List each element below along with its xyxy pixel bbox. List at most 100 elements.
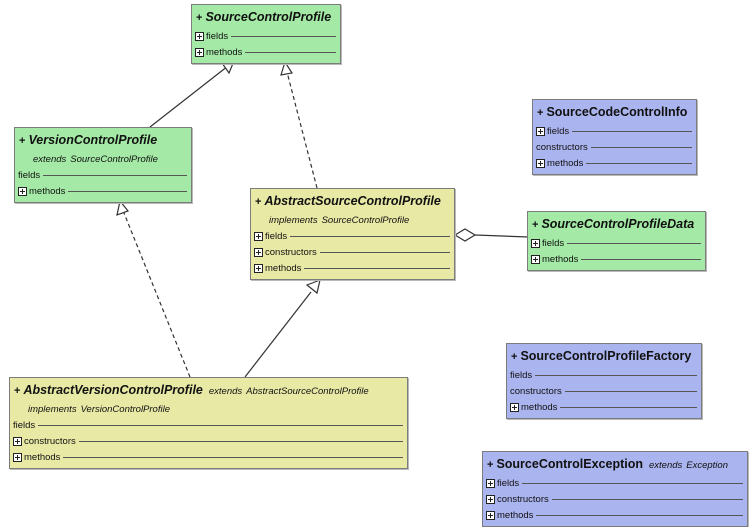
class-sections: fields constructors methods [507,367,701,418]
section-fields[interactable]: fields [510,367,698,383]
class-name: VersionControlProfile [28,133,158,147]
section-label: fields [265,230,288,242]
section-label: constructors [536,141,588,153]
section-constructors[interactable]: constructors [13,433,404,449]
section-methods[interactable]: methods [195,44,337,60]
class-name: SourceControlProfile [205,10,332,24]
expand-icon[interactable] [195,31,204,41]
section-methods[interactable]: methods [510,399,698,415]
aggregation-diamond [453,228,477,242]
section-constructors[interactable]: constructors [254,244,451,260]
section-label: fields [542,237,565,249]
class-header: +AbstractSourceControlProfile [251,189,454,212]
section-constructors[interactable]: constructors [486,491,744,507]
expand-icon[interactable] [536,126,545,136]
class-box-sourcecodecontrolinfo[interactable]: +SourceCodeControlInfo fields constructors… [532,99,697,175]
section-fields[interactable]: fields [254,228,451,244]
expand-icon[interactable] [531,254,540,264]
expand-icon[interactable] [486,478,495,488]
visibility-marker: + [196,12,203,24]
section-methods[interactable]: methods [536,155,693,171]
section-divider [78,440,403,442]
expand-icon[interactable] [13,436,22,446]
expand-icon[interactable] [254,247,263,257]
section-label: methods [29,185,66,197]
section-fields[interactable]: fields [18,167,188,183]
section-fields[interactable]: fields [486,475,744,491]
extends-keyword: extends [33,154,67,165]
section-divider [231,35,336,37]
section-label: fields [497,477,520,489]
section-divider [567,242,701,244]
section-divider [590,146,692,148]
section-label: constructors [510,385,562,397]
class-name: SourceControlProfileFactory [520,349,692,363]
expand-icon[interactable] [510,402,519,412]
section-label: methods [265,262,302,274]
section-label: methods [521,401,558,413]
class-sections: fields constructors methods [533,123,696,174]
class-name: SourceControlException [496,457,643,471]
class-header: +SourceCodeControlInfo [533,100,696,123]
section-methods[interactable]: methods [254,260,451,276]
section-fields[interactable]: fields [195,28,337,44]
section-divider [551,498,743,500]
expand-icon[interactable] [536,158,545,168]
section-methods[interactable]: methods [18,183,188,199]
class-header: +SourceControlProfile [192,5,340,28]
visibility-marker: + [255,196,262,208]
expand-icon[interactable] [254,263,263,273]
class-box-sourcecontrolprofiledata[interactable]: +SourceControlProfileData fields methods [527,211,706,271]
expand-icon[interactable] [195,47,204,57]
generalization-arrowhead [305,279,321,295]
class-sections: fields constructors methods [483,475,747,526]
expand-icon[interactable] [254,231,263,241]
extends-target: AbstractSourceControlProfile [246,386,369,397]
realization-line [123,212,191,378]
class-sections: fields methods [15,167,191,202]
section-label: fields [547,125,570,137]
section-fields[interactable]: fields [13,417,404,433]
section-methods[interactable]: methods [13,449,404,465]
section-label: constructors [265,246,317,258]
section-label: methods [542,253,579,265]
expand-icon[interactable] [486,510,495,520]
extends-target: Exception [686,460,728,471]
expand-icon[interactable] [18,186,27,196]
section-divider [38,424,403,426]
implements-target: VersionControlProfile [80,404,170,415]
class-name: AbstractVersionControlProfile [23,383,203,397]
section-divider [535,374,697,376]
section-label: fields [18,169,41,181]
class-header: +SourceControlProfileData [528,212,705,235]
section-divider [564,390,697,392]
implements-keyword: implements [269,215,318,226]
expand-icon[interactable] [531,238,540,248]
section-label: methods [24,451,61,463]
section-constructors[interactable]: constructors [536,139,693,155]
section-divider [63,456,403,458]
section-fields[interactable]: fields [531,235,702,251]
class-name: SourceControlProfileData [541,217,695,231]
section-methods[interactable]: methods [486,507,744,523]
section-divider [522,482,743,484]
expand-icon[interactable] [486,494,495,504]
section-constructors[interactable]: constructors [510,383,698,399]
expand-icon[interactable] [13,452,22,462]
section-methods[interactable]: methods [531,251,702,267]
visibility-marker: + [19,135,26,147]
section-label: methods [497,509,534,521]
section-divider [572,130,692,132]
section-fields[interactable]: fields [536,123,693,139]
